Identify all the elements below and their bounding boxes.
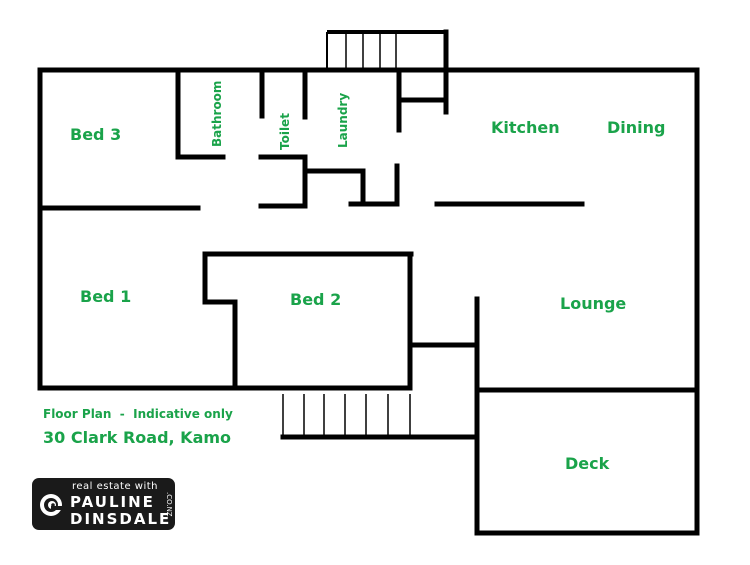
room-label-laundry: Laundry [336, 93, 350, 148]
room-label-kitchen: Kitchen [491, 118, 560, 137]
room-label-bed3: Bed 3 [70, 125, 121, 144]
logo-name-line1: PAULINE [70, 493, 155, 511]
agency-logo: real estate with PAULINE DINSDALE .CO.NZ [32, 478, 175, 530]
room-label-dining: Dining [607, 118, 665, 137]
top-stairs [326, 30, 446, 70]
room-label-lounge: Lounge [560, 294, 626, 313]
room-label-bathroom: Bathroom [210, 81, 224, 147]
plan-subtitle: Floor Plan - Indicative only [43, 407, 233, 421]
room-label-bed1: Bed 1 [80, 287, 131, 306]
property-address: 30 Clark Road, Kamo [43, 428, 232, 447]
logo-name-line2: DINSDALE [70, 510, 172, 528]
logo-domain-suffix: .CO.NZ [165, 492, 173, 517]
koru-swirl-icon [40, 494, 63, 516]
room-label-bed2: Bed 2 [290, 290, 341, 309]
walls [37, 29, 700, 536]
room-label-deck: Deck [565, 454, 610, 473]
bottom-stairs [282, 394, 411, 437]
logo-tagline: real estate with [72, 481, 159, 492]
room-label-toilet: Toilet [278, 113, 292, 150]
